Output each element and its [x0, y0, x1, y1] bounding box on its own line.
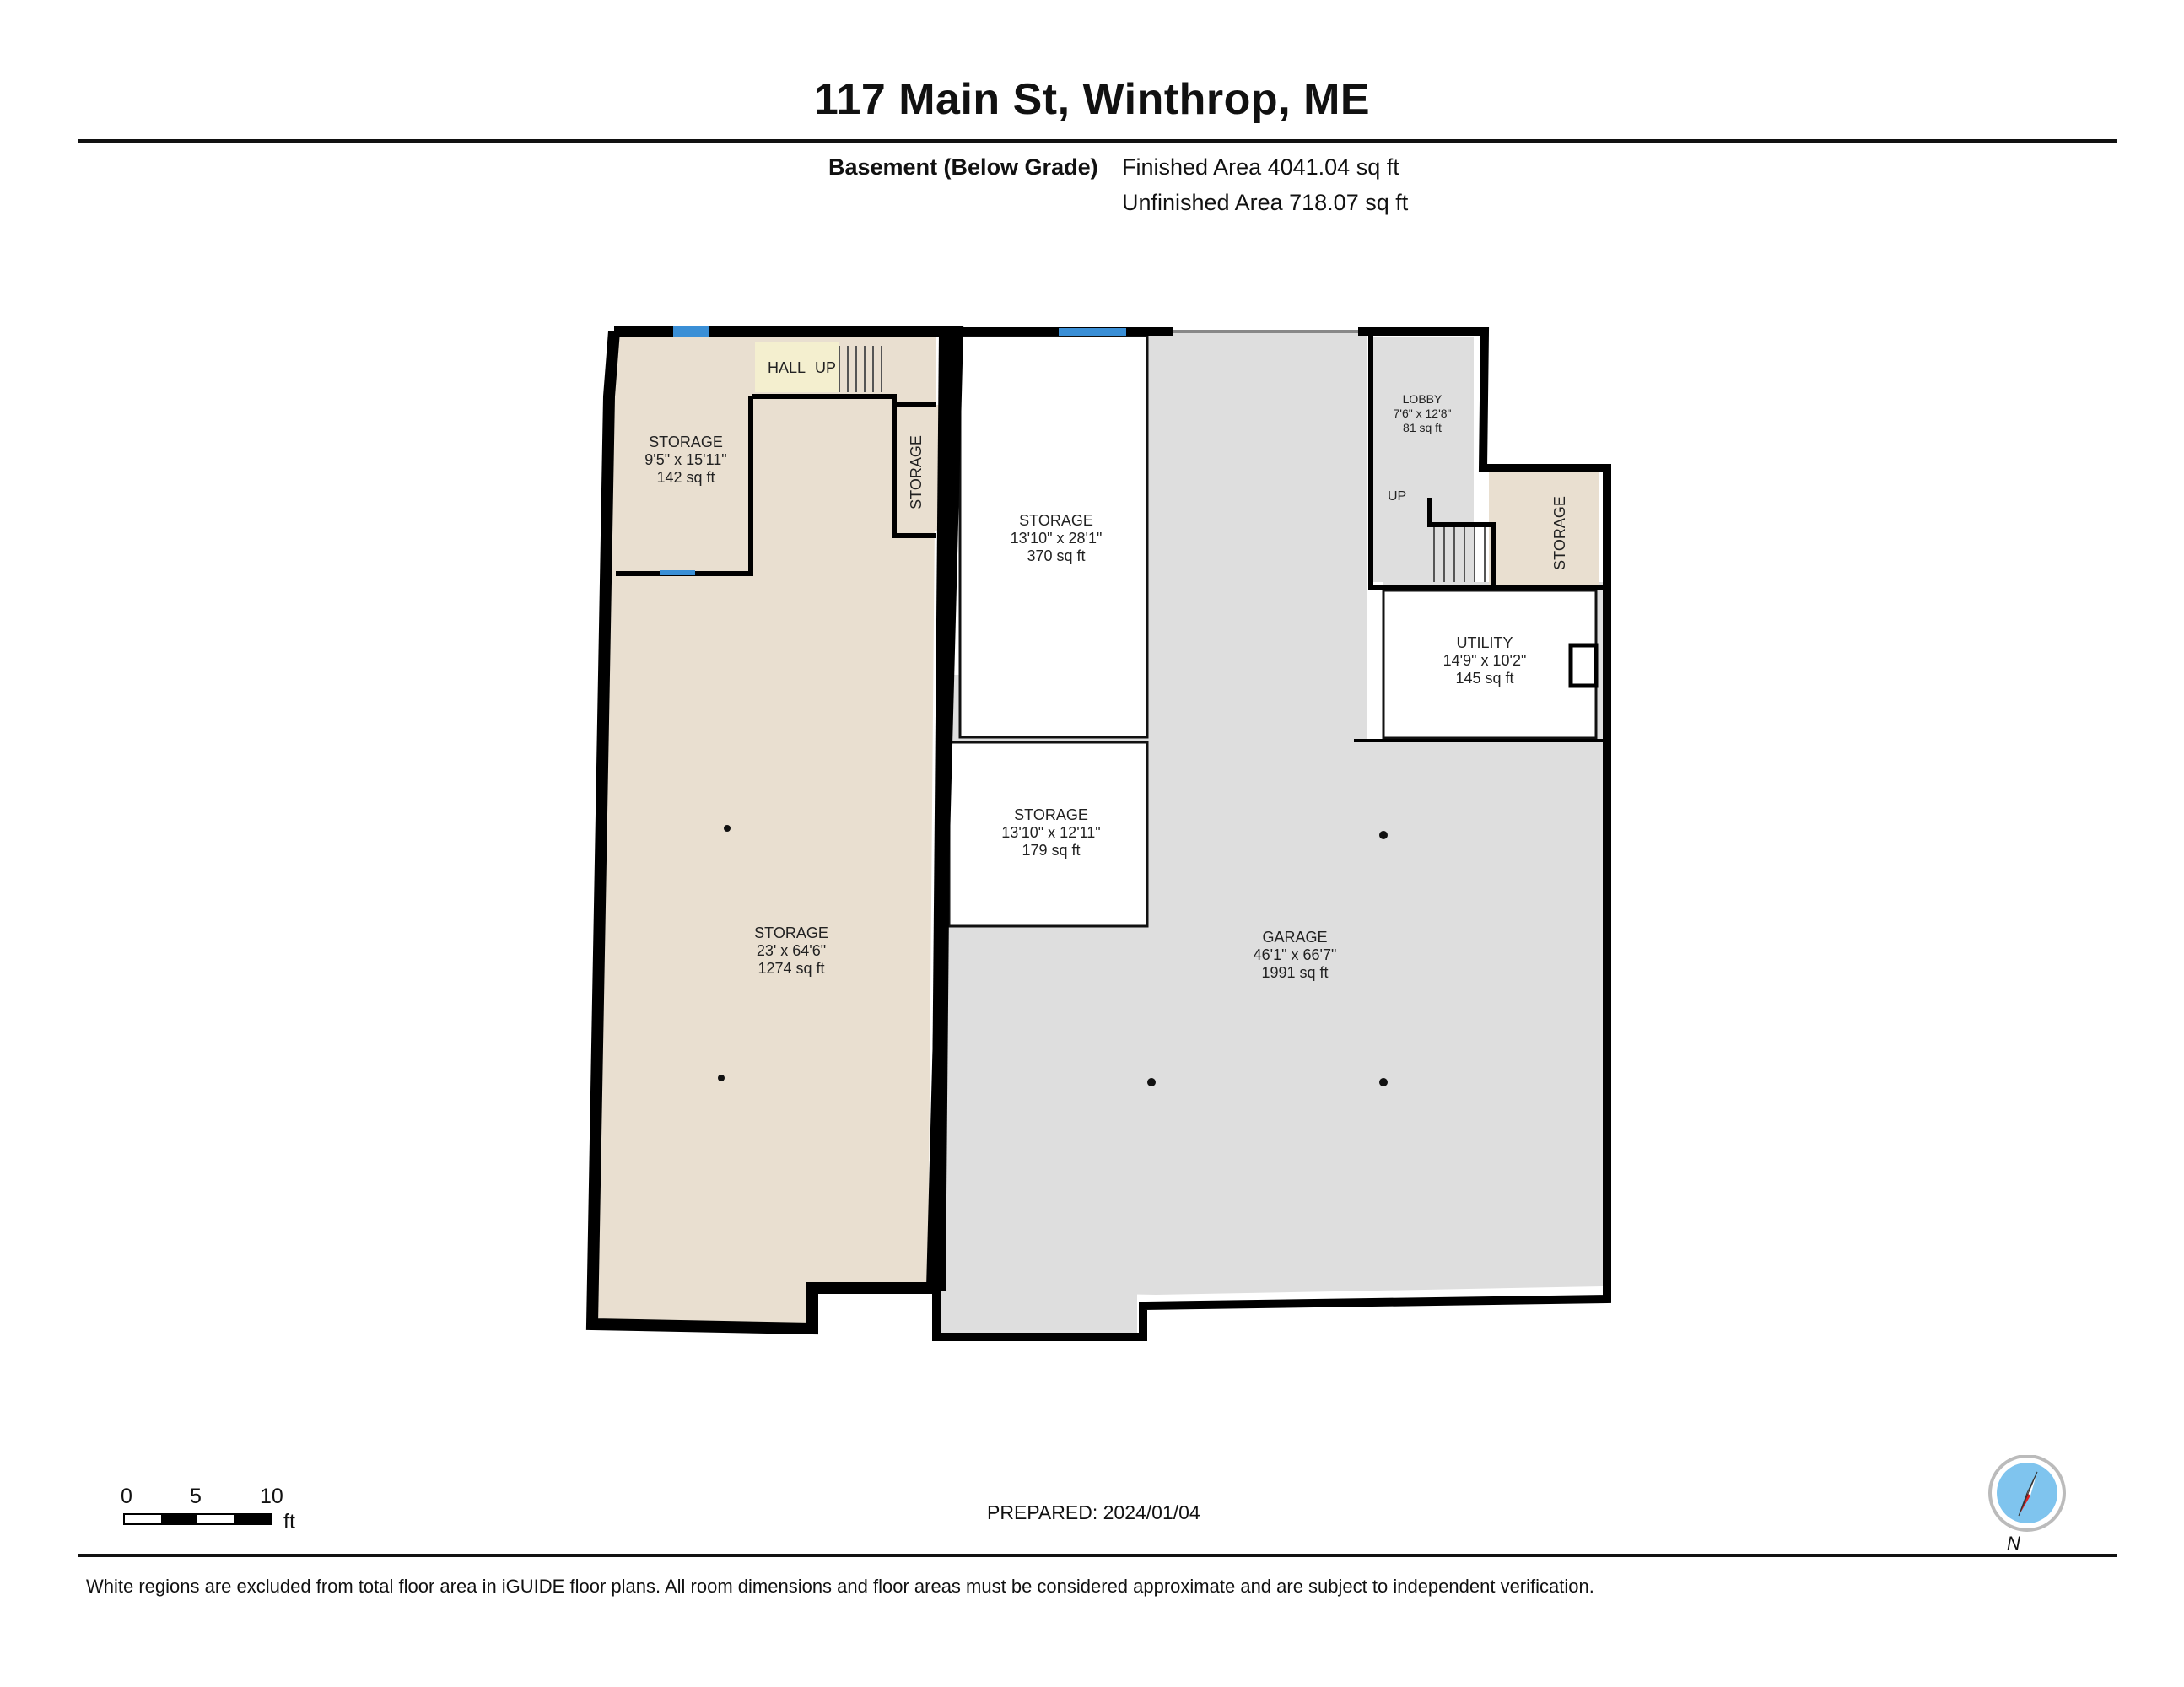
storage-mid-lower-floor — [947, 741, 1149, 928]
window-storage-small-bottom — [660, 570, 695, 575]
room-area: 142 sq ft — [656, 469, 715, 486]
room-dims: 9'5" x 15'11" — [644, 451, 726, 468]
room-area: 1991 sq ft — [1261, 964, 1328, 981]
room-garage: GARAGE 46'1" x 66'7" 1991 sq ft — [1254, 929, 1337, 981]
lobby-stair-up-label: UP — [1388, 489, 1406, 504]
room-storage-large: STORAGE 23' x 64'6" 1274 sq ft — [754, 924, 828, 977]
room-dims: 7'6" x 12'8" — [1394, 407, 1452, 420]
scale-tick-10: 10 — [260, 1485, 283, 1508]
scale-bar: 0 5 10 ft — [118, 1485, 321, 1544]
room-dims: 13'10" x 28'1" — [1011, 530, 1103, 547]
room-lobby: LOBBY 7'6" x 12'8" 81 sq ft — [1394, 392, 1452, 434]
lobby-stairs — [1433, 527, 1486, 582]
column — [724, 825, 731, 832]
disclaimer: White regions are excluded from total fl… — [86, 1576, 1594, 1597]
storage-closet-floor — [890, 405, 939, 531]
room-name: LOBBY — [1403, 392, 1443, 406]
room-name: STORAGE — [1019, 512, 1093, 529]
room-hall: HALL UP — [768, 359, 836, 376]
room-name: STORAGE — [1014, 806, 1088, 823]
scale-tick-0: 0 — [121, 1485, 132, 1508]
column — [1147, 1078, 1156, 1086]
compass-label: N — [2007, 1533, 2020, 1554]
north-compass: N — [1987, 1454, 2071, 1556]
stair-up-label: UP — [815, 359, 836, 376]
window-storage-mid — [1059, 328, 1126, 336]
room-storage-mid-upper: STORAGE 13'10" x 28'1" 370 sq ft — [1011, 512, 1103, 564]
garage-floor — [945, 333, 1603, 1295]
storage-large-floor — [595, 329, 936, 1323]
exterior-wall-left-block — [585, 326, 964, 1335]
room-dims: 23' x 64'6" — [757, 942, 826, 959]
room-area: 179 sq ft — [1022, 842, 1080, 859]
room-dims: 13'10" x 12'11" — [1001, 824, 1100, 841]
room-area: 81 sq ft — [1403, 421, 1442, 434]
unfinished-area: Unfinished Area 718.07 sq ft — [1122, 190, 1409, 215]
room-name: HALL — [768, 359, 806, 376]
column — [1379, 831, 1388, 839]
compass-icon — [1988, 1454, 2066, 1532]
lobby-stair-wall — [1427, 498, 1496, 586]
room-storage-mid-lower: STORAGE 13'10" x 12'11" 179 sq ft — [1001, 806, 1100, 859]
window-storage-small — [673, 326, 709, 337]
room-utility: UTILITY 14'9" x 10'2" 145 sq ft — [1443, 634, 1527, 687]
column — [1379, 1078, 1388, 1086]
page-title: 117 Main St, Winthrop, ME — [813, 75, 1371, 124]
room-name: STORAGE — [754, 924, 828, 941]
party-wall — [930, 332, 954, 1291]
garage-bump — [936, 1291, 1137, 1333]
prepared-date: PREPARED: 2024/01/04 — [987, 1501, 1200, 1523]
scale-bar-frame — [123, 1513, 272, 1525]
hall-wall — [752, 394, 936, 538]
room-area: 145 sq ft — [1455, 670, 1513, 687]
lobby-floor — [1368, 337, 1474, 582]
storage-mid-upper-floor — [958, 334, 1149, 739]
scale-tick-5: 5 — [190, 1485, 202, 1508]
hall-stairs — [839, 346, 882, 392]
column — [718, 1075, 725, 1081]
footer-divider — [78, 1554, 2117, 1557]
room-storage-right: STORAGE — [1551, 496, 1568, 570]
room-area: 1274 sq ft — [758, 960, 824, 977]
room-dims: 46'1" x 66'7" — [1254, 946, 1337, 963]
room-name: UTILITY — [1456, 634, 1513, 651]
hall-floor — [755, 342, 839, 392]
room-storage-closet: STORAGE — [908, 435, 925, 509]
storage-small-floor — [616, 344, 751, 574]
finished-area: Finished Area 4041.04 sq ft — [1122, 154, 1399, 180]
level-name: Basement (Below Grade) — [828, 154, 1098, 180]
room-name: GARAGE — [1262, 929, 1327, 946]
room-storage-small: STORAGE 9'5" x 15'11" 142 sq ft — [644, 434, 726, 486]
room-area: 370 sq ft — [1027, 547, 1085, 564]
room-dims: 14'9" x 10'2" — [1443, 652, 1527, 669]
scale-unit: ft — [283, 1510, 295, 1533]
exterior-wall-lobby — [932, 327, 1611, 1341]
room-name: STORAGE — [649, 434, 723, 450]
utility-chimney — [1568, 643, 1599, 688]
header-divider — [78, 139, 2117, 143]
storage-right-floor — [1489, 472, 1599, 586]
